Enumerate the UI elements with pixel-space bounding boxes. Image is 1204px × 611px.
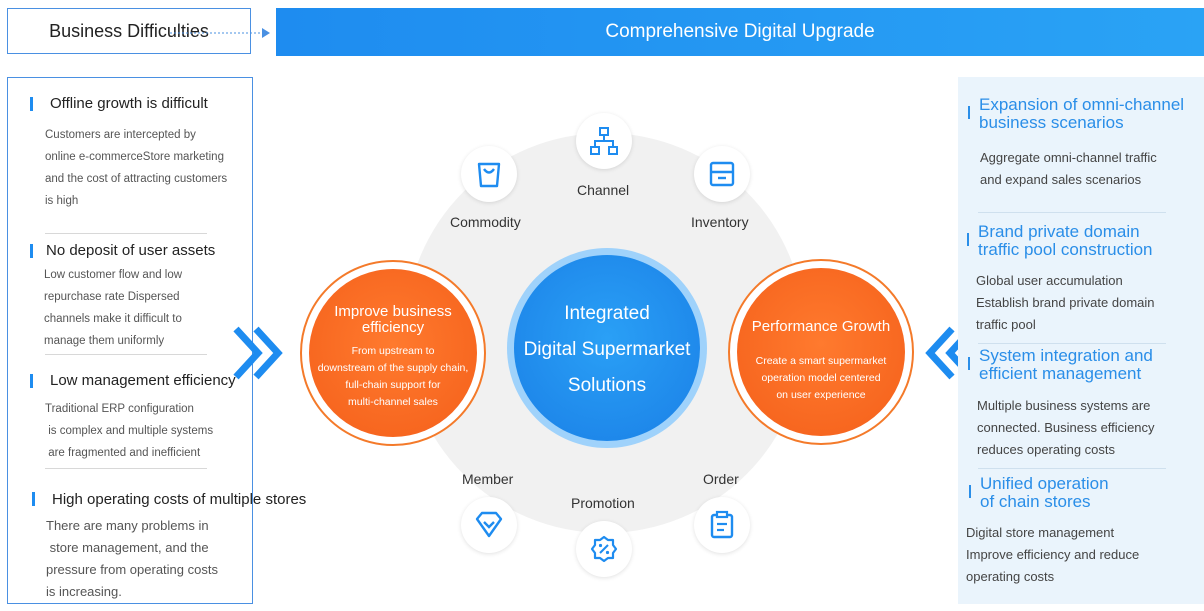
item-marker — [968, 357, 970, 370]
difficulty-title: No deposit of user assets — [46, 242, 216, 259]
divider — [45, 233, 207, 234]
commodity-label: Commodity — [450, 214, 521, 230]
business-difficulties-header: Business Difficulties — [7, 8, 251, 54]
commodity-node — [461, 146, 517, 202]
solution-line-2: Digital Supermarket — [523, 339, 691, 360]
double-chevron-right-icon — [233, 326, 283, 380]
difficulty-desc: Customers are intercepted by online e-co… — [45, 129, 228, 207]
digital-upgrade-header: Comprehensive Digital Upgrade — [276, 8, 1204, 56]
inventory-node — [694, 146, 750, 202]
divider — [978, 468, 1166, 469]
upgrade-title: System integration and efficient managem… — [979, 346, 1153, 383]
upgrades-panel: Expansion of omni-channel business scena… — [958, 77, 1204, 604]
performance-growth-core: Performance Growth Create a smart superm… — [737, 268, 905, 436]
item-marker — [30, 97, 33, 111]
item-marker — [967, 233, 969, 246]
member-node — [461, 497, 517, 553]
solution-circle: Integrated Digital Supermarket Solutions — [514, 255, 700, 441]
upgrade-desc: Aggregate omni-channel traffic and expan… — [980, 150, 1157, 187]
upgrade-title: Expansion of omni-channel business scena… — [979, 95, 1185, 132]
order-label: Order — [703, 471, 739, 487]
clipboard-icon — [710, 510, 734, 539]
upgrade-desc: Multiple business systems are connected.… — [977, 398, 1155, 457]
difficulty-desc: Traditional ERP configuration is complex… — [45, 403, 214, 459]
difficulty-desc: There are many problems in store managem… — [46, 518, 218, 599]
upgrade-title: Unified operation of chain stores — [980, 474, 1109, 511]
divider — [978, 343, 1166, 344]
inventory-label: Inventory — [691, 214, 749, 230]
difficulty-title: Offline growth is difficult — [50, 95, 208, 112]
solution-line-3: Solutions — [567, 375, 647, 396]
channel-label: Channel — [577, 182, 630, 198]
promotion-label: Promotion — [571, 495, 635, 511]
promotion-node — [576, 521, 632, 577]
hierarchy-icon — [590, 127, 618, 155]
difficulty-title: Low management efficiency — [50, 372, 236, 389]
solution-line-1: Integrated — [564, 303, 650, 324]
box-icon — [709, 161, 735, 187]
digital-upgrade-label: Comprehensive Digital Upgrade — [605, 21, 875, 42]
discount-badge-icon — [590, 535, 618, 563]
dotted-arrow-icon — [170, 28, 270, 38]
upgrade-desc: Global user accumulation Establish brand… — [976, 273, 1155, 332]
diamond-icon — [475, 511, 503, 538]
business-difficulties-label: Business Difficulties — [49, 20, 209, 41]
performance-growth-title: Performance Growth — [751, 318, 891, 335]
item-marker — [32, 492, 35, 506]
item-marker — [969, 485, 971, 498]
item-marker — [30, 374, 33, 388]
order-node — [694, 497, 750, 553]
divider — [45, 354, 207, 355]
shopping-bag-icon — [477, 162, 501, 188]
difficulties-panel: Offline growth is difficult Customers ar… — [7, 77, 306, 604]
upgrade-desc: Digital store management Improve efficie… — [966, 525, 1140, 584]
upgrade-title: Brand private domain traffic pool constr… — [978, 222, 1153, 259]
channel-node — [576, 113, 632, 169]
divider — [45, 468, 207, 469]
item-marker — [30, 244, 33, 258]
difficulty-desc: Low customer flow and low repurchase rat… — [44, 269, 183, 347]
divider — [978, 212, 1166, 213]
difficulty-title: High operating costs of multiple stores — [52, 491, 307, 508]
item-marker — [968, 106, 970, 119]
member-label: Member — [462, 471, 514, 487]
